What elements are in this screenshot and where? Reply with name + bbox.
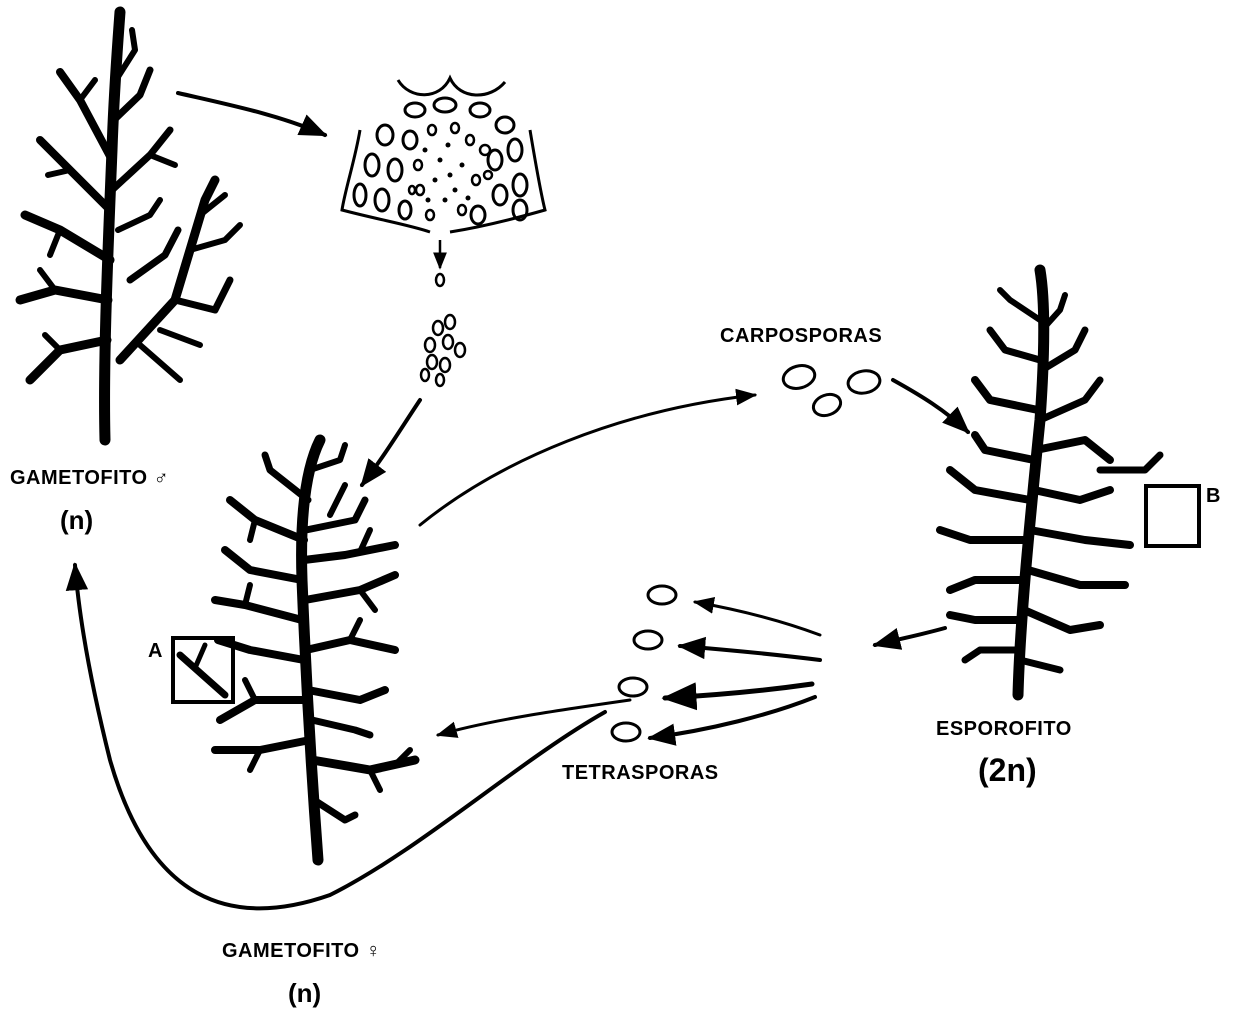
arrow-female-to-carpospores [420, 395, 755, 525]
label-esporofito: ESPOROFITO [936, 718, 1072, 741]
label-carposporas: CARPOSPORAS [720, 325, 882, 348]
carpospores [781, 362, 882, 419]
label-box-b: B [1206, 485, 1220, 508]
label-tetrasporas: TETRASPORAS [562, 762, 719, 785]
arrow-tetraspore-3 [665, 684, 812, 698]
female-gametophyte-plant [215, 440, 415, 860]
label-gametofito-male: GAMETOFITO ♂ [10, 467, 169, 490]
arrow-carpospores-to-sporophyte [893, 380, 968, 432]
arrow-sporophyte-to-tetraspores [875, 628, 945, 645]
sporophyte-plant [940, 270, 1160, 695]
male-gametophyte-plant [20, 12, 240, 440]
arrow-tetraspore-4 [650, 697, 815, 738]
arrow-male-to-cystocarp [178, 93, 325, 135]
box-b [1146, 486, 1199, 546]
arrow-spores-to-female [362, 400, 420, 485]
arrow-tetraspore-2 [680, 646, 820, 660]
arrow-tetraspore-1 [695, 602, 820, 635]
cystocarp-section [342, 78, 545, 232]
label-gametofito-male-ploidy: (n) [60, 505, 93, 536]
label-box-a: A [148, 640, 162, 663]
box-a [173, 638, 233, 702]
arrow-tetraspores-to-male [75, 565, 605, 908]
label-gametofito-female: GAMETOFITO ♀ [222, 940, 381, 963]
label-gametofito-female-ploidy: (n) [288, 978, 321, 1009]
released-carpospores [421, 240, 465, 386]
tetraspores [612, 586, 676, 741]
label-esporofito-ploidy: (2n) [978, 752, 1037, 789]
arrow-tetraspores-to-female [438, 700, 630, 735]
